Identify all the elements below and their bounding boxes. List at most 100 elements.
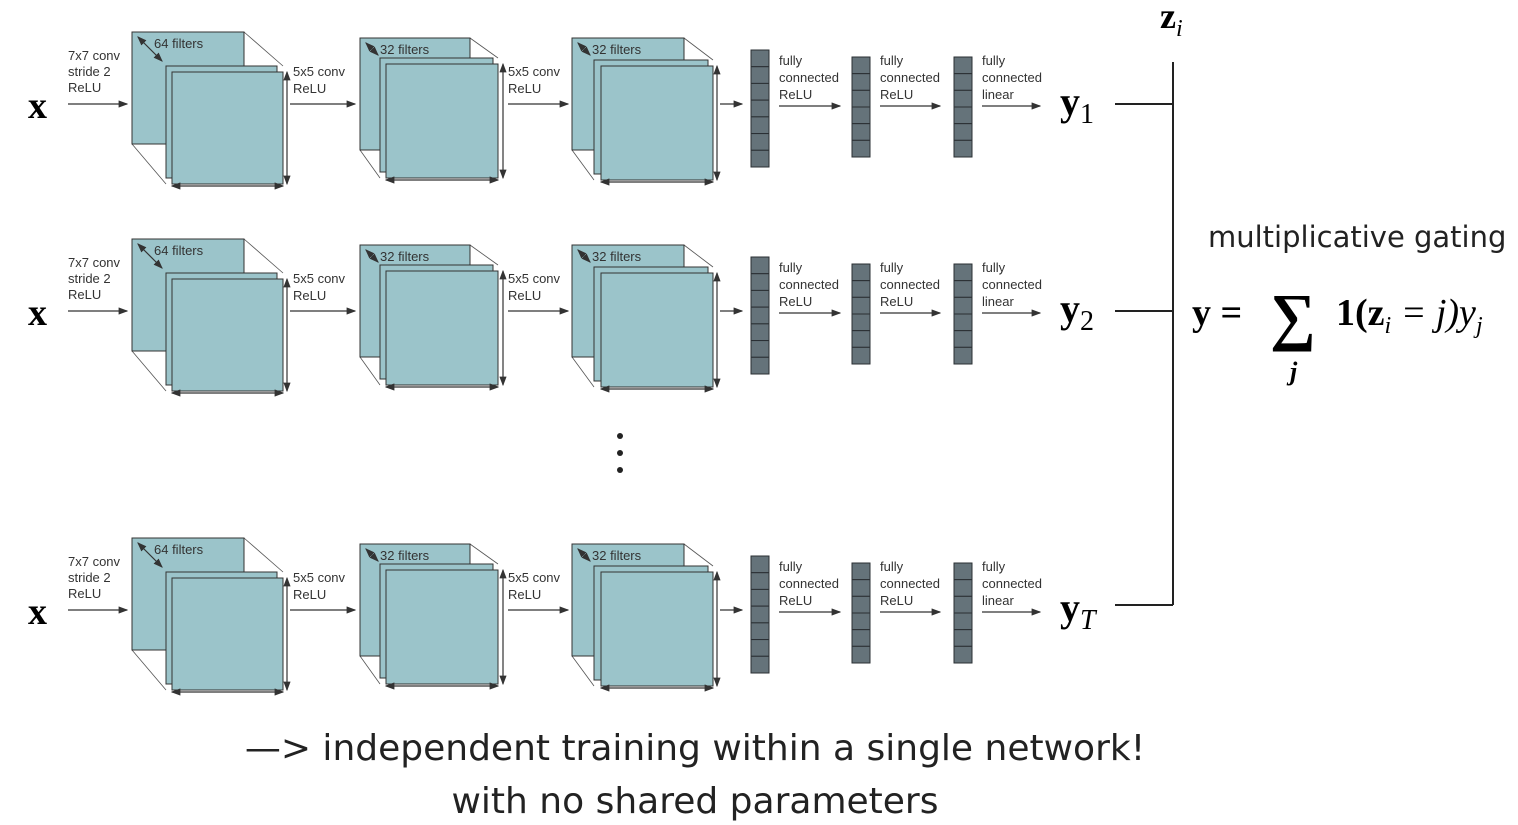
neuron-cell (851, 56, 871, 75)
fc3-label: connected (982, 70, 1042, 85)
neuron-cell (851, 89, 871, 108)
perspective-line (243, 31, 284, 67)
fc1-label: ReLU (779, 593, 812, 608)
conv3-label: ReLU (508, 587, 541, 602)
fc2-label: ReLU (880, 294, 913, 309)
filters-label: 64 filters (154, 36, 204, 51)
neuron-cell (750, 605, 770, 624)
conv2-label: ReLU (293, 587, 326, 602)
neuron-cell (953, 346, 973, 365)
output-y-sub: T (1080, 605, 1098, 636)
fc3-label: connected (982, 576, 1042, 591)
filters-label: 32 filters (592, 548, 642, 563)
neuron-cell (953, 139, 973, 158)
perspective-line (683, 543, 714, 567)
neuron-cell (750, 639, 770, 657)
fc-layer-1 (750, 555, 770, 674)
fc1-label: fully (779, 260, 803, 275)
fc3-label: fully (982, 559, 1006, 574)
neuron-cell (750, 655, 770, 674)
neuron-cell (851, 346, 871, 365)
fc1-label: fully (779, 53, 803, 68)
fc1-label: ReLU (779, 294, 812, 309)
fc-layer-3 (953, 263, 973, 365)
filters-label: 32 filters (592, 42, 642, 57)
perspective-line (131, 143, 167, 185)
fc2-label: ReLU (880, 593, 913, 608)
perspective-line (571, 149, 595, 181)
fc2-label: connected (880, 277, 940, 292)
fc3-label: fully (982, 53, 1006, 68)
perspective-line (359, 356, 381, 386)
neuron-cell (750, 340, 770, 358)
feature-map (171, 577, 284, 691)
neuron-cell (851, 106, 871, 125)
perspective-line (131, 350, 167, 392)
fc1-label: fully (779, 559, 803, 574)
fc-layer-2 (851, 56, 871, 158)
neuron-cell (851, 595, 871, 614)
filter-depth-arrow (365, 42, 379, 56)
input-x: x (28, 292, 47, 334)
perspective-line (683, 244, 714, 268)
conv2-label: 5x5 conv (293, 570, 346, 585)
conv1-label: 7x7 conv (68, 48, 121, 63)
neuron-cell (851, 296, 871, 315)
neuron-cell (851, 579, 871, 597)
perspective-line (469, 37, 499, 59)
neuron-cell (750, 273, 770, 291)
perspective-line (683, 37, 714, 61)
caption-line-1: —> independent training within a single … (245, 728, 1145, 769)
filter-depth-arrow (577, 249, 591, 263)
neuron-cell (953, 612, 973, 631)
fc3-label: linear (982, 593, 1014, 608)
perspective-line (243, 238, 284, 274)
conv3-label: 5x5 conv (508, 570, 561, 585)
perspective-line (571, 356, 595, 388)
feature-map (385, 270, 499, 386)
neuron-cell (750, 116, 770, 135)
neuron-cell (851, 313, 871, 332)
conv1-label: 7x7 conv (68, 255, 121, 270)
neuron-cell (851, 612, 871, 631)
feature-map (600, 272, 714, 388)
conv1-label: ReLU (68, 586, 101, 601)
fc-layer-3 (953, 56, 973, 158)
filter-depth-arrow (365, 249, 379, 263)
svg-text:1(zi = j)yj: 1(zi = j)yj (1336, 292, 1483, 339)
conv1-label: 7x7 conv (68, 554, 121, 569)
gating-formula: y = ∑ j 1(zi = j)yj (1192, 281, 1483, 386)
neuron-cell (750, 49, 770, 68)
conv2-feature-maps: 32 filters (359, 244, 507, 391)
perspective-line (571, 655, 595, 687)
output-y: yT (1060, 585, 1098, 636)
neuron-cell (953, 280, 973, 298)
ellipsis-dots (617, 433, 623, 473)
conv3-feature-maps: 32 filters (571, 37, 721, 186)
neuron-cell (851, 123, 871, 141)
fc1-label: connected (779, 70, 839, 85)
conv1-label: ReLU (68, 80, 101, 95)
feature-map (171, 71, 284, 185)
neuron-cell (851, 330, 871, 348)
fc-layer-2 (851, 562, 871, 664)
conv2-label: 5x5 conv (293, 271, 346, 286)
input-x: x (28, 85, 47, 127)
neuron-cell (750, 256, 770, 275)
conv3-label: 5x5 conv (508, 271, 561, 286)
neuron-cell (953, 73, 973, 91)
filter-depth-arrow (577, 42, 591, 56)
fc2-label: ReLU (880, 87, 913, 102)
conv2-feature-maps: 32 filters (359, 37, 507, 184)
conv1-feature-maps: 64 filters (131, 537, 291, 696)
neuron-cell (953, 296, 973, 315)
fc2-label: fully (880, 260, 904, 275)
fc3-label: linear (982, 294, 1014, 309)
neuron-cell (953, 645, 973, 664)
conv1-label: stride 2 (68, 271, 111, 286)
neuron-cell (750, 323, 770, 342)
neuron-cell (750, 622, 770, 641)
